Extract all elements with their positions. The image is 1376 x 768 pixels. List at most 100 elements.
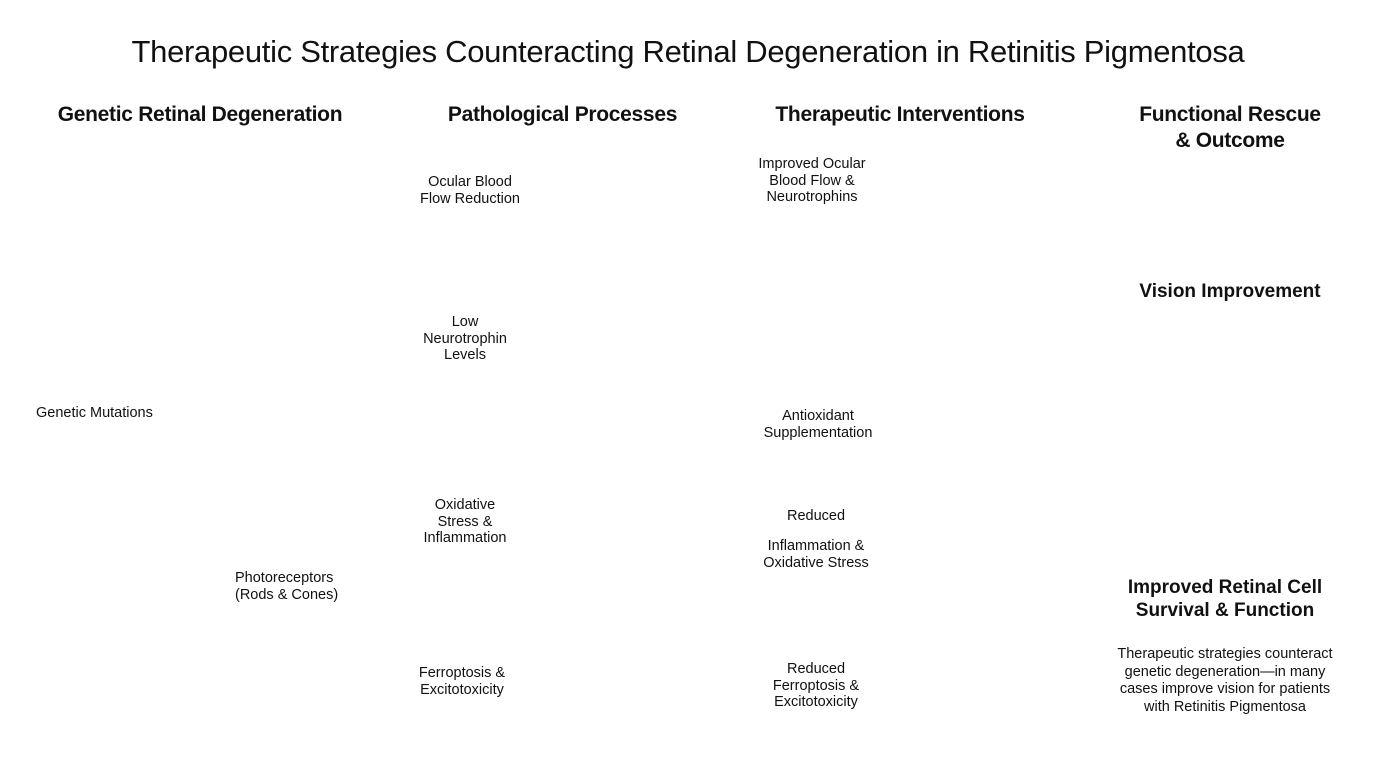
intervention-label-ferroptosis: Reduced Ferroptosis & Excitotoxicity [746,661,886,711]
intervention-label-line: Supplementation [763,424,873,441]
healthy-neuron-icon [878,614,958,740]
vision-eye-icon [1161,209,1283,263]
no-iron-shield-icon [695,640,749,708]
ros-label: ROS [593,435,615,446]
pathology-label-line: Levels [444,347,486,363]
cell-survival-label: Improved Retinal Cell Survival & Functio… [1090,576,1360,622]
healthy-retina-icon [1154,304,1336,553]
intervention-label-antioxidant: Antioxidant Supplementation [748,408,888,441]
ferroptosis-arrows [555,611,636,691]
intervention-label-line: Oxidative Stress [763,554,869,571]
sparkle-icon [1162,178,1296,272]
damaged-neuron-icon [524,588,622,678]
pathway-arrows [369,209,520,663]
neurotrophin-molecule-icon [622,318,656,350]
pathology-label-line: Inflammation [423,530,507,546]
pathology-label-line: Oxidative [434,497,496,513]
column-header-pathological: Pathological Processes [447,103,678,126]
synapse-icon [624,608,676,738]
dna-mutation-icon [63,358,129,391]
deflected-ros-arrows [913,438,994,490]
vision-improvement-label: Vision Improvement [1139,281,1321,302]
blocked-capillary-icon [600,214,662,276]
mutation-arrows [140,394,240,586]
summary-line: cases improve vision for patients [1119,681,1331,697]
dna-mutation-icon [61,438,129,471]
degenerating-retina-icon [189,299,355,556]
check-shield-icon [695,504,749,574]
intervention-label-blood-flow: Improved Ocular Blood Flow & Neurotrophi… [742,156,882,206]
ros-label: ROS [954,462,972,471]
intervention-label-line: Improved Ocular [758,156,866,172]
mitochondrion-icon [530,689,596,731]
protective-shield-icon [881,404,939,480]
summary-text: Therapeutic strategies counteract geneti… [1080,646,1370,716]
calm-immune-cell-icon [896,504,973,561]
neurotrophin-molecule-icon [979,263,1011,307]
constricted-vessel-icon [518,160,672,294]
iron-label: Fe²⁺ [593,672,613,683]
healthy-vessel-icon [871,150,1026,258]
intervention-label-line: Inflammation & [767,538,865,554]
light-rays-icon [1253,174,1300,224]
pathology-label-line: Neurotrophin [423,330,507,347]
dna-mutation-icon [99,556,153,600]
pathway-arrow-blood-flow [369,217,496,399]
antioxidant-shield-icon [695,416,749,486]
increase-arrow-icon [1018,278,1030,306]
genetic-mutations-label: Genetic Mutations [36,405,153,421]
check-shield-icon [693,188,747,262]
diagram-title: Therapeutic Strategies Counteracting Ret… [131,34,1245,69]
intervention-label-line: Blood Flow & [769,172,855,189]
intervention-label-line: Excitotoxicity [774,694,858,710]
cytokine-particles [532,446,668,556]
cell-survival-line1: Improved Retinal Cell [1127,577,1323,598]
intervention-label-inflammation-top: Reduced [786,508,846,524]
ros-burst-icon: ROS [991,437,1035,475]
pathology-label-line: Excitotoxicity [420,681,504,698]
pathway-arrow-oxidative [369,418,496,491]
photoreceptors-label-line1: Photoreceptors [235,570,334,586]
pathology-label-line: Flow Reduction [420,190,520,207]
glowing-check-shield-icon [685,287,755,364]
column-header-outcome: Functional Rescue & Outcome [1100,102,1360,154]
pathology-label-oxidative: Oxidative Stress & Inflammation [405,497,525,547]
iron-ion-icon: Fe²⁺ [608,594,630,616]
neuron-icon [530,308,626,396]
summary-line: Therapeutic strategies counteract [1117,646,1333,662]
pathology-label-ferroptosis: Ferroptosis & Excitotoxicity [402,665,522,698]
summary-line: genetic degeneration—in many [1124,663,1326,680]
dna-mutation-icon [149,595,195,649]
summary-line: with Retinitis Pigmentosa [1144,698,1306,715]
pathology-label-line: Ferroptosis & [418,665,506,681]
ros-burst-icon: ROS [944,448,982,484]
inflammatory-cell-icon [567,477,641,551]
ros-burst-icon: ROS [529,437,585,487]
column-header-therapeutic: Therapeutic Interventions [775,103,1025,126]
photoreceptors-label-line2: (Rods & Cones) [235,586,339,603]
column-header-outcome-line2: & Outcome [1175,129,1285,152]
intervention-label-line: Antioxidant [782,408,854,424]
iron-label: Fe²⁺ [609,601,629,612]
cytokine-particles [977,521,1020,560]
pathology-label-neurotrophin: Low Neurotrophin Levels [405,314,525,364]
cell-survival-line2: Survival & Function [1135,600,1315,621]
pathway-arrow-neurotrophin [369,367,496,411]
intervention-label-inflammation: Inflammation & Oxidative Stress [746,538,886,571]
antioxidant-molecules-icon [933,375,1027,428]
signal-arrow [935,663,969,682]
pathology-label-line: Ocular Blood [428,174,512,190]
pathology-label-line: Stress & [437,513,493,530]
healthy-neuron-icon [888,270,996,368]
photoreceptors-label: Photoreceptors (Rods & Cones) [235,570,338,603]
intervention-label-line: Neurotrophins [766,189,858,205]
pathology-label-line: Low [451,314,479,330]
column-header-genetic: Genetic Retinal Degeneration [57,103,343,126]
decrease-arrow-icon [659,328,671,354]
ros-label: ROS [1003,452,1023,462]
intervention-label-line: Reduced [786,661,846,677]
pathology-label-blood-flow: Ocular Blood Flow Reduction [400,174,540,207]
column-header-outcome-line1: Functional Rescue [1139,103,1321,126]
ros-label: ROS [544,456,570,470]
ros-burst-icon: ROS [581,419,627,459]
